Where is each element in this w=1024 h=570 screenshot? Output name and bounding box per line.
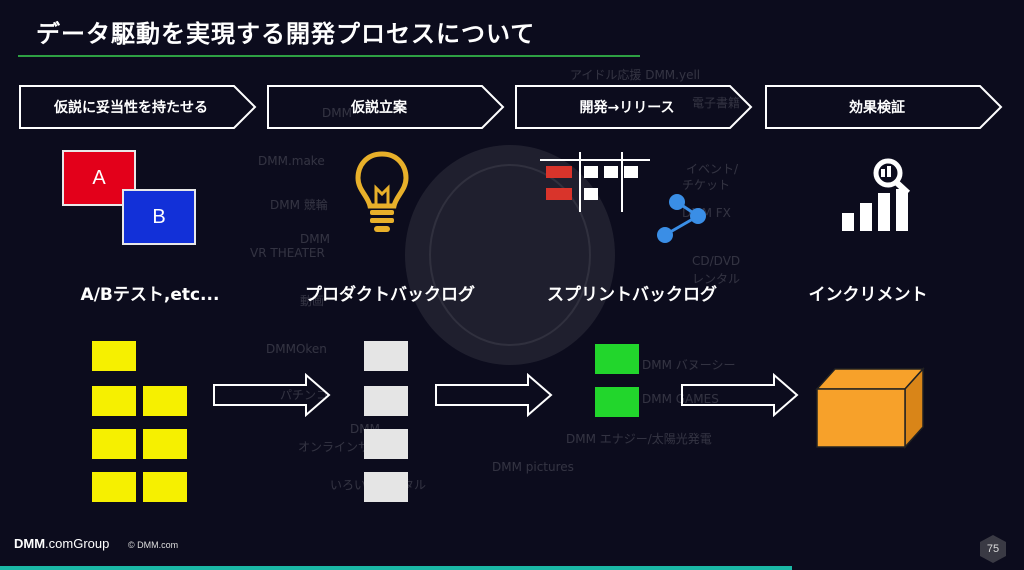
arrow-right-icon (213, 373, 331, 417)
watermark-text: DMM (322, 106, 352, 120)
hexagon-icon (980, 535, 1006, 563)
idea-sticky (92, 429, 136, 459)
idea-sticky (143, 386, 187, 416)
chevron-shape (515, 85, 753, 129)
watermark-text: DMM (300, 232, 330, 246)
backlog-item (364, 341, 408, 371)
lightbulb-icon (355, 151, 409, 232)
watermark-text: DMM pictures (492, 460, 574, 474)
bottom-accent-bar (0, 566, 792, 570)
watermark-text: DMM エナジー/太陽光発電 (566, 432, 712, 446)
watermark-text: パチンコ (280, 388, 329, 402)
copyright: © DMM.com (128, 540, 179, 550)
slide-title: データ駆動を実現する開発プロセスについて (36, 20, 536, 48)
idea-sticky (92, 386, 136, 416)
graph-nodes-icon (657, 194, 706, 243)
step-label: 効果検証 (849, 100, 905, 116)
dmm-group-logo: DMM.comGroup (14, 536, 109, 551)
watermark-text: 動画 (300, 294, 325, 308)
arrow-right-icon (435, 373, 553, 417)
watermark-text: VR THEATER (250, 246, 325, 260)
step-effect-verification: 効果検証 (764, 84, 1004, 130)
watermark-text: 電子書籍 (692, 96, 741, 110)
idea-sticky (143, 472, 187, 502)
watermark-text: DMM.make (258, 154, 325, 168)
analytics-icon (842, 158, 911, 231)
watermark-text: DMM GAMES (642, 392, 719, 406)
page-number-badge: 75 (978, 534, 1008, 564)
caption-sprint-backlog: スプリントバックログ (547, 285, 717, 305)
chevron-shape (267, 85, 505, 129)
title-underline (18, 55, 640, 57)
step-label: 仮説に妥当性を持たせる (54, 100, 208, 116)
watermark-text: DMMOken (266, 342, 327, 356)
watermark-text: DMM 競輪 (270, 198, 328, 212)
idea-sticky (143, 429, 187, 459)
logo-group: Group (73, 536, 110, 551)
watermark-text: レンタル (692, 272, 741, 286)
logo-com: .com (45, 536, 74, 551)
watermark-text: アイドル応援 DMM.yell (570, 68, 701, 82)
caption-product-backlog: プロダクトバックログ (305, 285, 475, 305)
caption-increment: インクリメント (808, 285, 928, 305)
backlog-item (364, 472, 408, 502)
backlog-item (364, 386, 408, 416)
sprint-item (595, 344, 639, 374)
chevron-shape (765, 85, 1003, 129)
backlog-item (364, 429, 408, 459)
step-hypothesis-validity: 仮説に妥当性を持たせる (18, 84, 258, 130)
watermark-text: チケット (682, 178, 731, 192)
step-label: 仮説立案 (351, 100, 407, 116)
board-icon (540, 152, 650, 212)
caption-ab-test: A/Bテスト,etc... (80, 285, 220, 305)
page-number: 75 (986, 543, 1000, 555)
step-hypothesis-planning: 仮説立案 (266, 84, 506, 130)
sprint-item (595, 387, 639, 417)
watermark-text: DMM バヌーシー (642, 358, 736, 372)
chevron-shape (19, 85, 257, 129)
arrow-right-icon (681, 373, 799, 417)
watermark-text: イベント/ (686, 162, 739, 176)
step-label: 開発→リリース (579, 100, 675, 116)
ab-variant-b: B (122, 189, 196, 245)
watermark-text: CD/DVD (692, 254, 741, 268)
idea-sticky (92, 472, 136, 502)
step-development-release: 開発→リリース (514, 84, 754, 130)
logo-dmm: DMM (14, 536, 46, 551)
idea-sticky (92, 341, 136, 371)
cube-icon (815, 367, 925, 449)
